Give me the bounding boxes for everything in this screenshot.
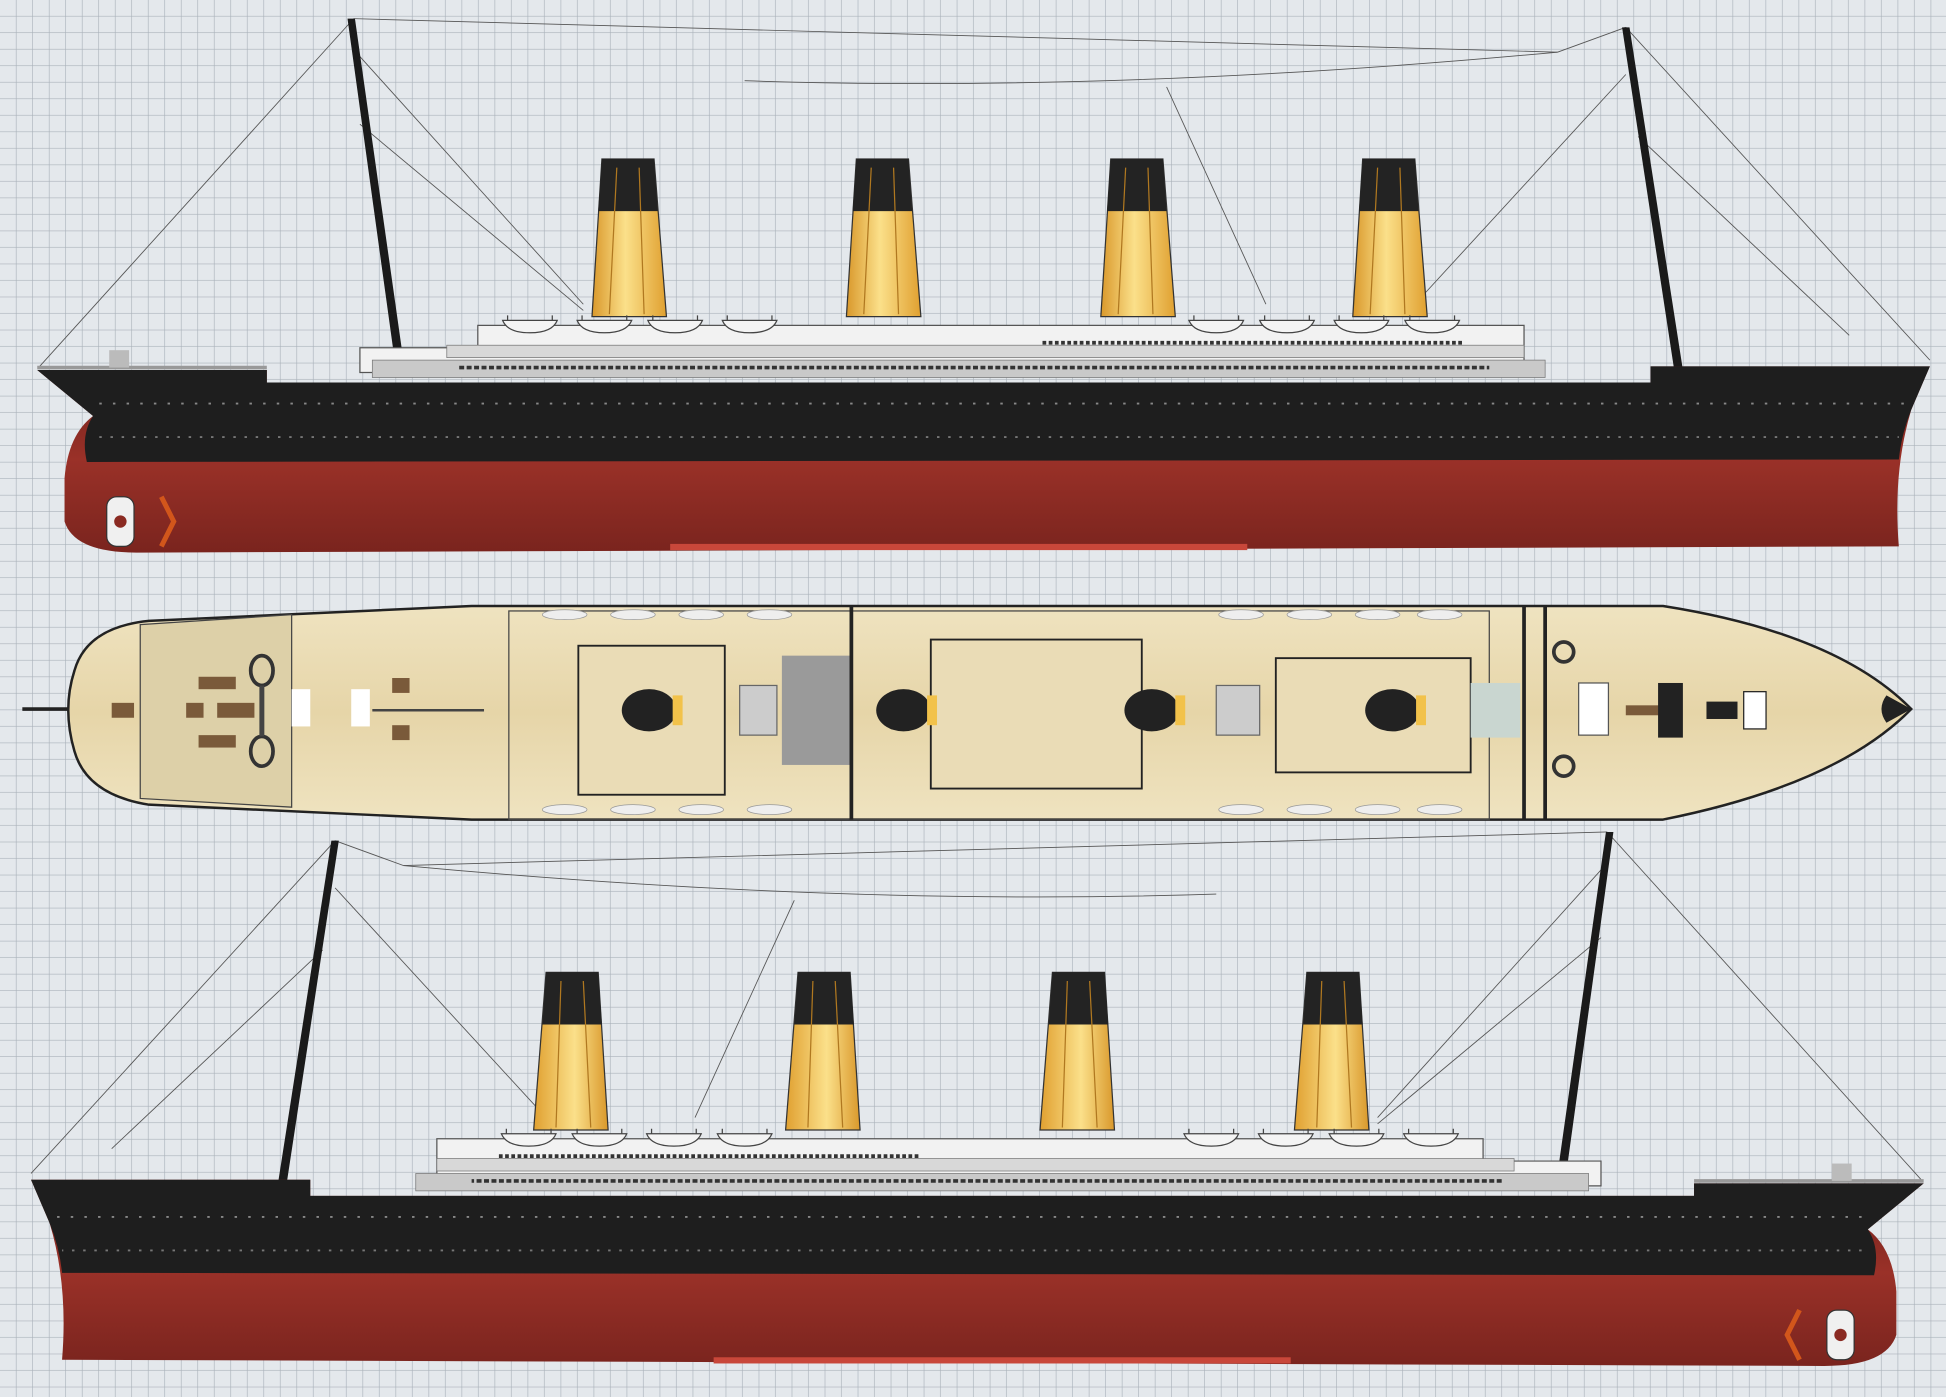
plan-view [22,604,1913,821]
